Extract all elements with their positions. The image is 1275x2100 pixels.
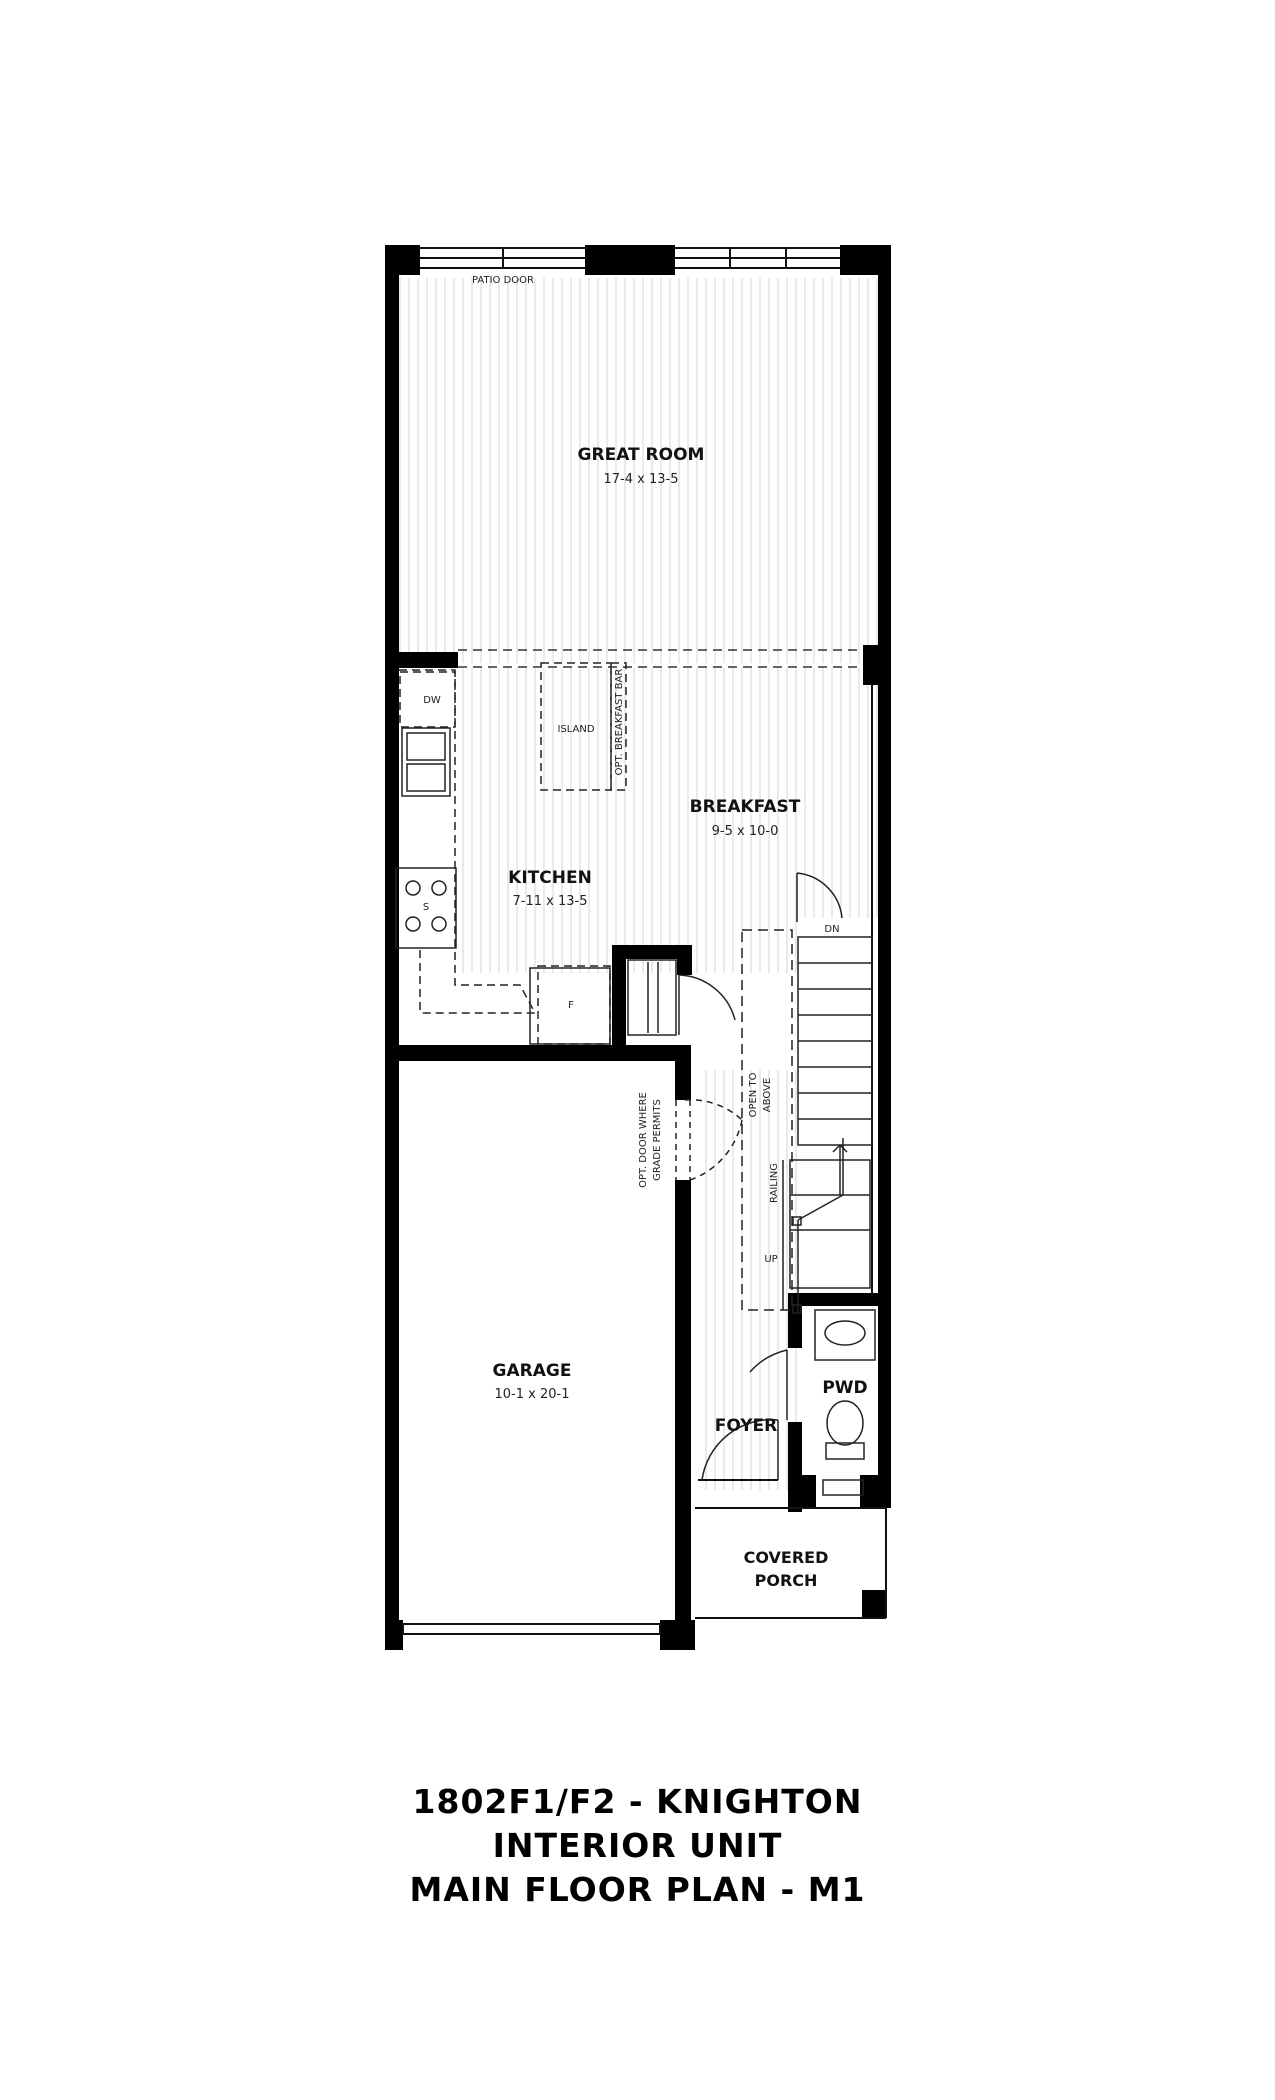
pantry-shelves — [627, 959, 677, 1036]
great-room-dim: 17-4 x 13-5 — [604, 472, 679, 487]
covered-porch-name-2: PORCH — [755, 1571, 818, 1590]
foyer-name: FOYER — [715, 1416, 777, 1436]
plan-title-line-1: 1802F1/F2 - KNIGHTON — [412, 1782, 863, 1821]
dashed-beam — [458, 649, 862, 668]
small-labels: PATIO DOOR DW ISLAND S F DN UP OPT. BREA… — [423, 275, 840, 1265]
breakfast-name: BREAKFAST — [690, 797, 801, 817]
pwd-fixtures — [814, 1309, 876, 1496]
railing-label: RAILING — [769, 1163, 780, 1203]
plan-title-line-2: INTERIOR UNIT — [492, 1826, 783, 1865]
fridge-label: F — [568, 1000, 574, 1011]
stove-icon — [395, 867, 457, 949]
opt-breakfast-bar-label: OPT. BREAKFAST BAR — [614, 669, 625, 776]
fridge-icon — [529, 967, 611, 1045]
door-swings — [675, 872, 843, 1481]
patio-door-label: PATIO DOOR — [472, 275, 534, 286]
garage-dim: 10-1 x 20-1 — [495, 1387, 570, 1402]
stove-label: S — [423, 902, 429, 913]
garage-name: GARAGE — [493, 1361, 572, 1381]
thin-outlines — [402, 685, 887, 1635]
up-label: UP — [764, 1254, 777, 1265]
opt-door-label-1: OPT. DOOR WHERE — [638, 1092, 649, 1188]
dn-label: DN — [824, 924, 839, 935]
staircase — [741, 929, 873, 1314]
plan-title-block: 1802F1/F2 - KNIGHTON INTERIOR UNIT MAIN … — [0, 1780, 1275, 1912]
plan-title-line-3: MAIN FLOOR PLAN - M1 — [409, 1870, 866, 1909]
floor-hatching — [398, 278, 886, 1490]
sink-basin-icon — [824, 1320, 866, 1346]
dw-label: DW — [423, 695, 441, 706]
open-to-above-label-2: ABOVE — [762, 1078, 773, 1112]
pwd-name: PWD — [822, 1378, 867, 1398]
sink-icon — [401, 727, 451, 797]
walls — [385, 245, 891, 1650]
great-room-name: GREAT ROOM — [578, 445, 705, 465]
kitchen-dim: 7-11 x 13-5 — [513, 894, 588, 909]
room-labels: GREAT ROOM 17-4 x 13-5 BREAKFAST 9-5 x 1… — [493, 445, 868, 1590]
open-to-above-label-1: OPEN TO — [748, 1072, 759, 1117]
opt-door-label-2: GRADE PERMITS — [652, 1099, 663, 1181]
toilet-icon — [826, 1400, 864, 1446]
breakfast-dim: 9-5 x 10-0 — [712, 824, 779, 839]
covered-porch-name-1: COVERED — [744, 1548, 829, 1567]
island-label: ISLAND — [557, 724, 594, 735]
kitchen-name: KITCHEN — [508, 868, 592, 888]
vanity-icon — [814, 1309, 876, 1361]
